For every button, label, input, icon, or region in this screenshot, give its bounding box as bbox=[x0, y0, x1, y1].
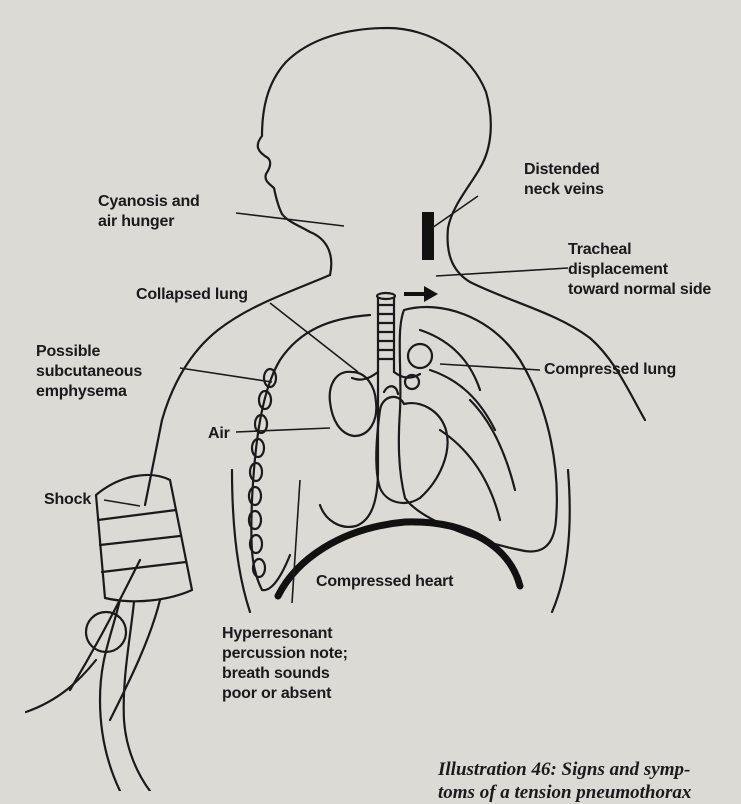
arm-outline bbox=[70, 560, 140, 690]
label-shock: Shock bbox=[44, 490, 91, 510]
trachea-rings bbox=[378, 305, 394, 359]
neck-vein-bar bbox=[422, 212, 434, 260]
label-hyperresonant: Hyperresonant percussion note; breath so… bbox=[222, 624, 348, 704]
tracheal-arrow bbox=[404, 286, 438, 302]
collapsed-lung-shape bbox=[330, 372, 377, 436]
label-subcutaneous-emphysema: Possible subcutaneous emphysema bbox=[36, 342, 142, 402]
figure-caption: Illustration 46: Signs and symp- toms of… bbox=[438, 758, 691, 804]
label-cyanosis: Cyanosis and air hunger bbox=[98, 192, 200, 232]
compressed-heart-shape bbox=[376, 397, 447, 503]
label-neck-veins: Distended neck veins bbox=[524, 160, 604, 200]
left-shoulder-outline bbox=[145, 275, 330, 505]
left-side-outline bbox=[232, 470, 250, 612]
label-air: Air bbox=[208, 424, 230, 444]
trachea bbox=[378, 298, 394, 372]
label-compressed-lung: Compressed lung bbox=[544, 360, 676, 380]
arm-outline-lower bbox=[110, 600, 160, 720]
left-pleura-outline bbox=[251, 315, 370, 590]
right-side-outline bbox=[552, 470, 570, 612]
label-collapsed-lung: Collapsed lung bbox=[136, 285, 248, 305]
bp-bulb bbox=[86, 612, 126, 652]
label-tracheal-displacement: Tracheal displacement toward normal side bbox=[568, 240, 711, 300]
bp-cuff bbox=[96, 475, 192, 601]
label-compressed-heart: Compressed heart bbox=[316, 572, 453, 592]
